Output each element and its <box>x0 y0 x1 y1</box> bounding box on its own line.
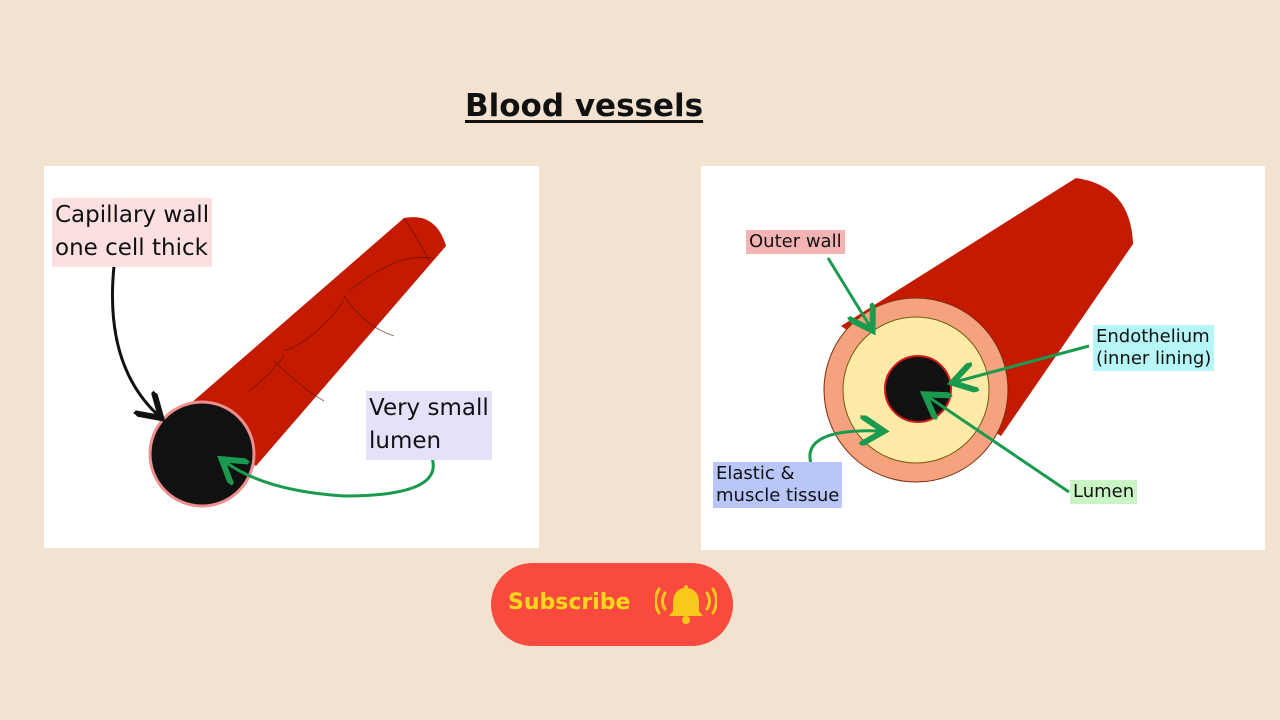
outer-wall-arrow <box>826 257 871 328</box>
capillary-diagram-panel: Capillary wall one cell thick Very small… <box>44 166 539 548</box>
elastic-muscle-label: Elastic & muscle tissue <box>713 462 843 508</box>
small-lumen-label: Very small lumen <box>366 391 492 460</box>
outer-wall-label: Outer wall <box>746 230 845 254</box>
vessel-cross-section-illustration <box>808 178 1133 494</box>
lumen-label: Lumen <box>1070 480 1138 504</box>
capillary-cell-lines <box>248 217 435 402</box>
capillary-lumen-arrow <box>224 458 435 498</box>
page-title: Blood vessels <box>465 88 704 124</box>
capillary-wall-arrow <box>110 265 159 416</box>
vessel-lumen <box>884 355 952 423</box>
capillary-tube-body <box>182 217 446 466</box>
bell-icon <box>655 585 717 624</box>
vessel-cross-section-panel: Outer wall Endothelium (inner lining) El… <box>701 166 1265 550</box>
elastic-layer-arrow <box>808 431 881 465</box>
capillary-wall-label: Capillary wall one cell thick <box>52 198 213 267</box>
capillary-illustration <box>110 217 446 508</box>
lumen-arrow <box>927 396 1070 494</box>
endothelium-arrow <box>955 344 1090 382</box>
capillary-lumen-end <box>148 400 256 508</box>
subscribe-button[interactable]: Subscribe <box>491 563 733 646</box>
subscribe-label: Subscribe <box>508 590 631 615</box>
endothelium-label: Endothelium (inner lining) <box>1093 325 1215 371</box>
